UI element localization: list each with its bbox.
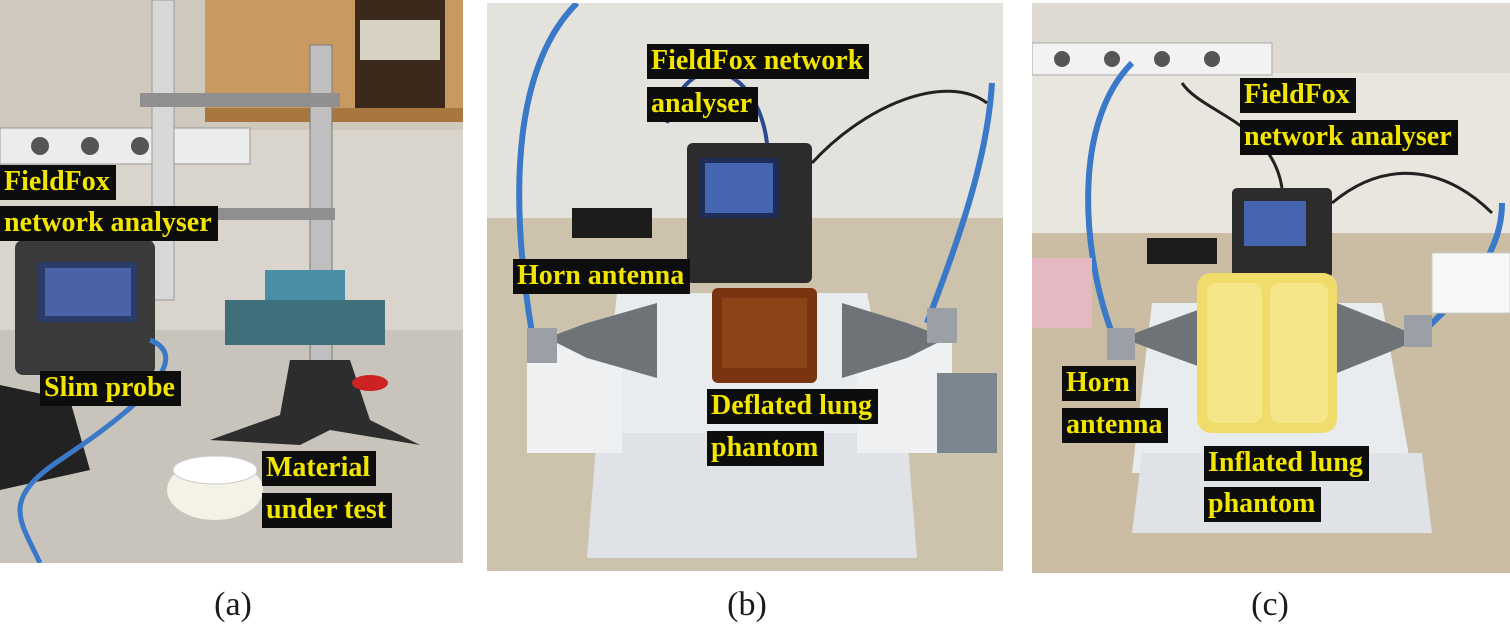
caption-c: (c) xyxy=(1251,586,1289,623)
label-phantom-line2: phantom xyxy=(1204,487,1322,522)
label-analyser-line2: network analyser xyxy=(0,206,218,241)
label-analyser-line1: FieldFox network xyxy=(647,44,870,79)
label-slim-probe: Slim probe xyxy=(40,371,181,406)
label-analyser-line1: FieldFox xyxy=(1240,78,1356,113)
label-phantom-line1: Inflated lung xyxy=(1204,446,1369,481)
label-phantom-line1: Deflated lung xyxy=(707,389,878,424)
photo-panel-a: FieldFox network analyser Slim probe Mat… xyxy=(0,0,463,563)
label-analyser-line2: network analyser xyxy=(1240,120,1458,155)
label-phantom-line2: phantom xyxy=(707,431,825,466)
label-horn-line2: antenna xyxy=(1062,408,1169,443)
caption-b: (b) xyxy=(727,586,767,623)
caption-a: (a) xyxy=(214,586,252,623)
label-horn-line1: Horn xyxy=(1062,366,1136,401)
label-mut-line2: under test xyxy=(262,493,393,528)
label-analyser-line1: FieldFox xyxy=(0,165,116,200)
photo-panel-c: FieldFox network analyser Horn antenna I… xyxy=(1032,3,1510,573)
label-analyser-line2: analyser xyxy=(647,87,759,122)
label-horn-antenna: Horn antenna xyxy=(513,259,691,294)
photo-panel-b: FieldFox network analyser Horn antenna D… xyxy=(487,3,1003,571)
lab-photo-probe-setup xyxy=(0,0,463,563)
label-mut-line1: Material xyxy=(262,451,377,486)
